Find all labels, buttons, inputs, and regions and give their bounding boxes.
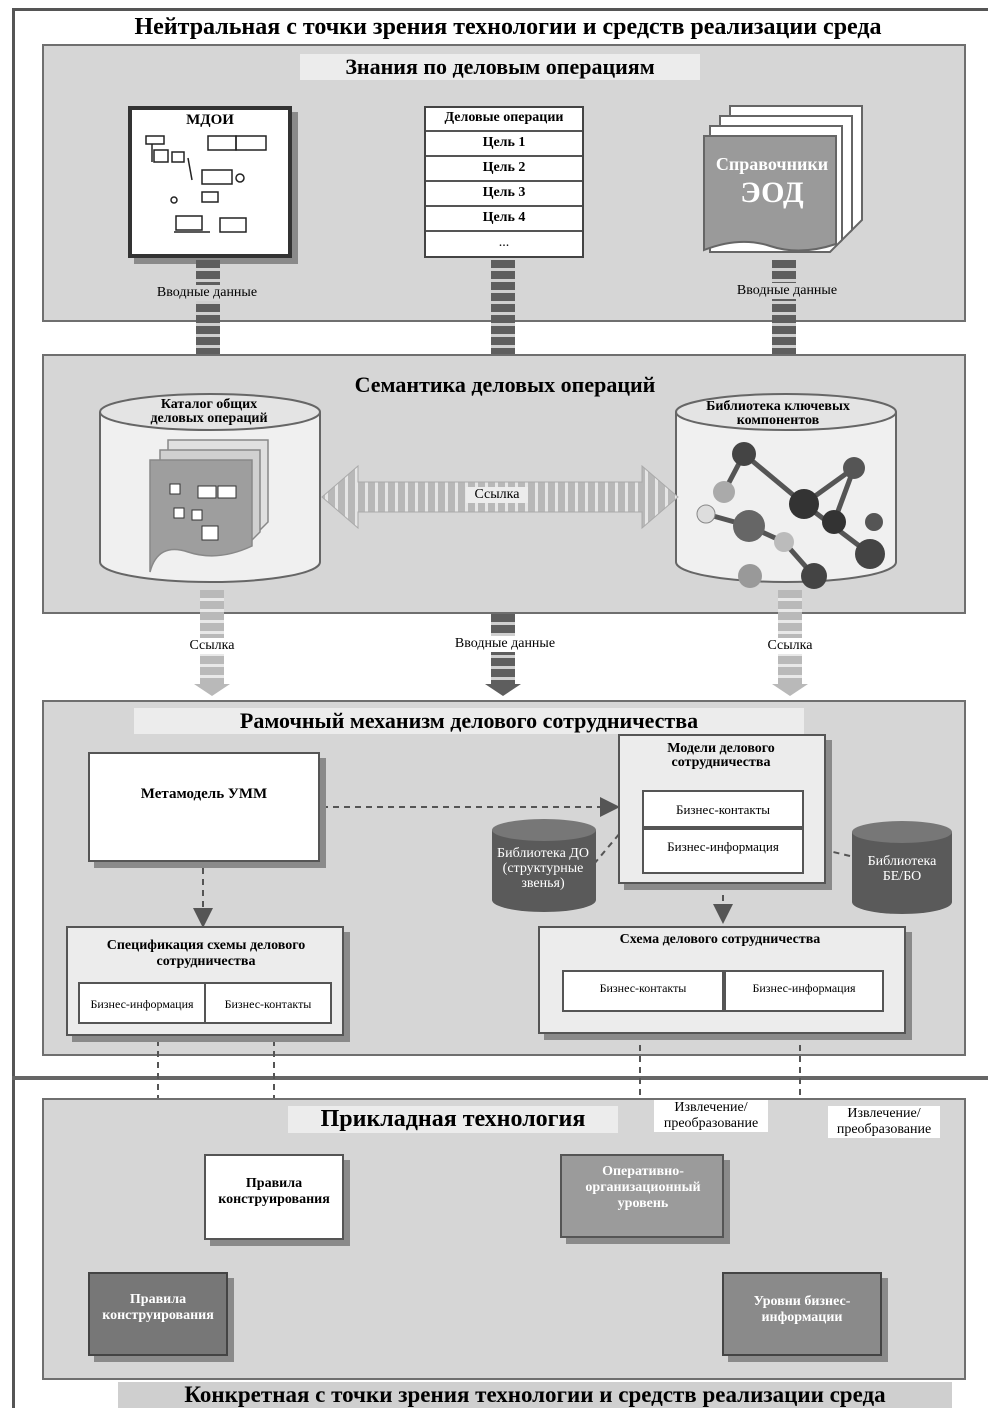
extraction-label-1: Извлечение/ преобразование (654, 1100, 768, 1132)
goal-more: ... (426, 232, 582, 256)
construction-rules-bottom-box: Правила конструирования (88, 1272, 228, 1356)
library-do-label: Библиотека ДО (структурные звенья) (497, 846, 589, 891)
connector-left-label: Ссылка (172, 638, 252, 654)
library-be-bo-label: Библиотека БЕ/БО (867, 854, 937, 884)
outer-frame-top (12, 8, 988, 11)
key-components-library-cylinder (675, 393, 897, 589)
knowledge-band-title: Знания по деловым операциям (300, 54, 700, 80)
business-information-levels-box: Уровни бизнес-информации (722, 1272, 882, 1356)
business-operations-table: Деловые операции Цель 1 Цель 2 Цель 3 Це… (424, 106, 584, 258)
neutral-environment-title: Нейтральная с точки зрения технологии и … (28, 14, 988, 41)
models-business-contacts: Бизнес-контакты (642, 790, 804, 828)
models-business-information: Бизнес-информация (642, 828, 804, 874)
construction-rules-bottom-label: Правила конструирования (102, 1292, 214, 1323)
concrete-environment-title: Конкретная с точки зрения технологии и с… (118, 1382, 952, 1408)
edi-label: ЭОД (740, 176, 804, 209)
applied-band-title: Прикладная технология (288, 1106, 618, 1133)
construction-rules-top-label: Правила конструирования (218, 1176, 330, 1207)
extraction-label-2: Извлечение/ преобразование (828, 1106, 940, 1138)
spec-business-contacts: Бизнес-контакты (204, 982, 332, 1024)
cooperation-models-box: Модели делового сотрудничества Бизнес-ко… (618, 734, 826, 884)
goal-2: Цель 2 (426, 157, 582, 182)
operational-level-label: Оперативно-организационный уровень (585, 1164, 701, 1211)
library-label: Библиотека ключевых компонентов (706, 399, 850, 428)
catalog-cylinder (99, 393, 321, 583)
goal-1: Цель 1 (426, 132, 582, 157)
mdoi-diagram-icon (145, 135, 267, 233)
connector-middle-label: Вводные данные (440, 636, 570, 652)
catalog-label: Каталог общих деловых операций (150, 397, 268, 426)
goal-3: Цель 3 (426, 182, 582, 207)
schema-business-information: Бизнес-информация (724, 970, 884, 1012)
input-data-right-label: Вводные данные (722, 283, 852, 299)
construction-rules-top-box: Правила конструирования (204, 1154, 344, 1240)
cooperation-spec-box: Спецификация схемы делового сотрудничест… (66, 926, 344, 1036)
schema-business-contacts: Бизнес-контакты (562, 970, 724, 1012)
pipe-library-arrowhead (772, 684, 808, 696)
mdoi-label: МДОИ (186, 112, 234, 128)
link-label-center: Ссылка (466, 487, 528, 503)
spec-business-information: Бизнес-информация (78, 982, 206, 1024)
pipe-operations-down (491, 260, 515, 354)
edi-directories-label: Справочники (715, 154, 829, 174)
cooperation-schema-title: Схема делового сотрудничества (619, 932, 821, 947)
env-divider-line (12, 1076, 988, 1080)
library-be-bo-cylinder (852, 821, 952, 914)
cooperation-schema-box: Схема делового сотрудничества Бизнес-кон… (538, 926, 906, 1034)
operations-header: Деловые операции (426, 108, 582, 132)
framework-band-title: Рамочный механизм делового сотрудничеств… (134, 708, 804, 734)
business-information-levels-label: Уровни бизнес-информации (753, 1294, 851, 1325)
outer-frame-left (12, 8, 15, 1408)
pipe-catalog-down (200, 590, 224, 684)
goal-4: Цель 4 (426, 207, 582, 232)
mdoi-diagram-box: МДОИ (128, 106, 292, 258)
cooperation-spec-title: Спецификация схемы делового сотрудничест… (106, 938, 306, 969)
pipe-center-arrowhead (485, 684, 521, 696)
connector-right-label: Ссылка (750, 638, 830, 654)
library-do-cylinder (492, 819, 596, 912)
cooperation-models-title: Модели делового сотрудничества (667, 741, 775, 770)
edi-documents-stack-icon (703, 105, 863, 253)
input-data-left-label: Вводные данные (142, 285, 272, 301)
umm-metamodel-label: Метамодель УММ (140, 786, 268, 802)
umm-metamodel-box: Метамодель УММ (88, 752, 320, 862)
semantics-band-title: Семантика деловых операций (354, 372, 656, 397)
pipe-catalog-arrowhead (194, 684, 230, 696)
operational-level-box: Оперативно-организационный уровень (560, 1154, 724, 1238)
pipe-library-down (778, 590, 802, 684)
